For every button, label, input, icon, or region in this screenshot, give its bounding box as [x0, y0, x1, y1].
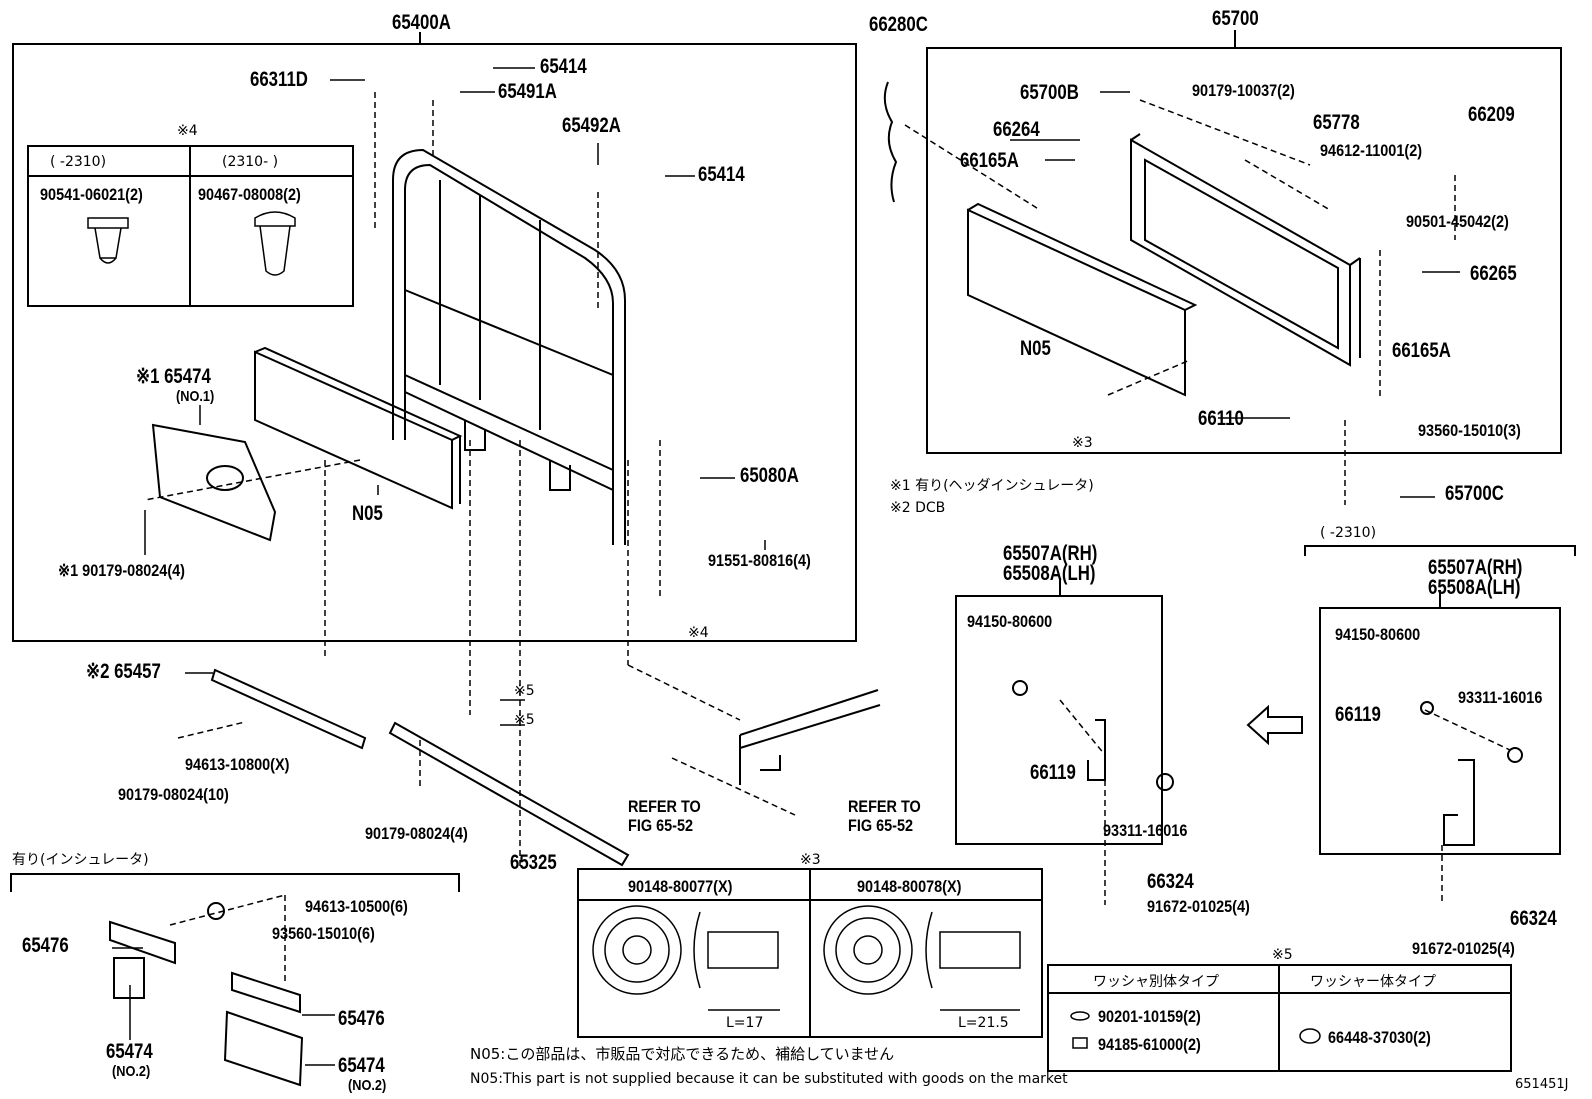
part-66209: 66209 [1468, 103, 1515, 126]
part-65474-no2-left-suffix: (NO.2) [112, 1063, 151, 1080]
part-90148-80077: 90148-80077(X) [628, 877, 733, 896]
part-66119-right: 66119 [1335, 703, 1381, 726]
fig-ref-1[interactable]: FIG 65-52 [628, 816, 694, 835]
part-94185-61000: 94185-61000(2) [1098, 1035, 1201, 1054]
part-93311-16016-left: 93311-16016 [1103, 821, 1188, 840]
part-65474-no1: ※1 65474 [136, 365, 211, 388]
part-65457: ※2 65457 [86, 660, 161, 683]
note4-table [27, 145, 354, 307]
length-17: L=17 [726, 1015, 764, 1031]
part-90201-10159: 90201-10159(2) [1098, 1007, 1201, 1026]
part-65474-no2-right: 65474 [338, 1054, 385, 1077]
diagram-id: 651451J [1515, 1077, 1569, 1092]
note5-mark-b: ※5 [514, 712, 535, 728]
group-box-65400A [12, 43, 857, 642]
part-65476-right: 65476 [338, 1007, 385, 1030]
part-65414-top: 65414 [540, 55, 587, 78]
part-65508A-left: 65508A(LH) [1003, 562, 1096, 585]
part-91672-01025-left: 91672-01025(4) [1147, 897, 1250, 916]
part-65414-mid: 65414 [698, 163, 745, 186]
part-66165A-top: 66165A [960, 149, 1019, 172]
part-94150-80600-right: 94150-80600 [1335, 625, 1421, 644]
note5-mark-a: ※5 [514, 683, 535, 699]
n05-note-en: N05:This part is not supplied because it… [470, 1071, 1068, 1087]
part-65778: 65778 [1313, 111, 1360, 134]
part-90179-08024-10: 90179-08024(10) [118, 785, 229, 804]
part-90179-08024-4-a: ※1 90179-08024(4) [58, 561, 185, 580]
part-90179-10037: 90179-10037(2) [1192, 81, 1295, 100]
length-21-5: L=21.5 [958, 1015, 1009, 1031]
note3-table [577, 868, 1043, 1038]
group-box-65507A-right [1319, 607, 1561, 855]
part-94612-11001: 94612-11001(2) [1320, 141, 1423, 160]
part-65325: 65325 [510, 851, 557, 874]
note3-table-mark: ※3 [800, 852, 821, 868]
range-2310: ( -2310) [1320, 525, 1377, 541]
note5-table-mark: ※5 [1272, 947, 1293, 963]
fig-ref-2[interactable]: FIG 65-52 [848, 816, 914, 835]
part-65474-no2-right-suffix: (NO.2) [348, 1077, 387, 1094]
part-N05-left: N05 [352, 502, 383, 525]
part-66311D: 66311D [250, 68, 308, 91]
part-93560-15010-6: 93560-15010(6) [272, 924, 375, 943]
part-90541-06021: 90541-06021(2) [40, 185, 143, 204]
group-box-65507A-left [955, 595, 1163, 845]
group-box-65700 [926, 47, 1562, 454]
refer-to-1[interactable]: REFER TO [628, 797, 701, 816]
table5-col2: ワッシャー体タイプ [1310, 974, 1436, 990]
refer-to-2[interactable]: REFER TO [848, 797, 921, 816]
part-94613-10800: 94613-10800(X) [185, 755, 290, 774]
note5-table [1047, 964, 1512, 1072]
part-65492A: 65492A [562, 114, 621, 137]
group-label-65700: 65700 [1212, 7, 1259, 30]
part-65474-no2-left: 65474 [106, 1040, 153, 1063]
part-65476-left: 65476 [22, 934, 69, 957]
part-90467-08008: 90467-08008(2) [198, 185, 301, 204]
part-66324-right: 66324 [1510, 907, 1557, 930]
part-65507A-right: 65507A(RH) [1428, 556, 1523, 579]
part-65507A-left: 65507A(RH) [1003, 542, 1098, 565]
part-90179-08024-4-b: 90179-08024(4) [365, 824, 468, 843]
part-66110: 66110 [1198, 407, 1244, 430]
note4-mark-clip: ※4 [688, 625, 709, 641]
part-93311-16016-right: 93311-16016 [1458, 688, 1543, 707]
part-65700B: 65700B [1020, 81, 1079, 104]
note-1: ※1 有り(ヘッダインシュレータ) [890, 478, 1094, 494]
insulator-note: 有り(インシュレータ) [12, 852, 149, 868]
part-N05-right: N05 [1020, 337, 1051, 360]
part-90501-45042: 90501-45042(2) [1406, 212, 1509, 231]
part-65474-no1-suffix: (NO.1) [176, 388, 215, 405]
part-94150-80600-left: 94150-80600 [967, 612, 1053, 631]
note4-mark: ※4 [177, 123, 198, 139]
part-91551-80816: 91551-80816(4) [708, 551, 811, 570]
note-2: ※2 DCB [890, 500, 946, 516]
part-65508A-right: 65508A(LH) [1428, 576, 1521, 599]
table4-col2: (2310- ) [222, 154, 279, 170]
table5-col1: ワッシャ別体タイプ [1093, 974, 1219, 990]
part-66265: 66265 [1470, 262, 1517, 285]
part-91672-01025-right: 91672-01025(4) [1412, 939, 1515, 958]
part-65080A: 65080A [740, 464, 799, 487]
part-66324-left: 66324 [1147, 870, 1194, 893]
part-94613-10500: 94613-10500(6) [305, 897, 408, 916]
part-90148-80078: 90148-80078(X) [857, 877, 962, 896]
part-65700C: 65700C [1445, 482, 1504, 505]
table4-col1: ( -2310) [50, 154, 107, 170]
group-label-65400A: 65400A [392, 11, 451, 34]
part-66165A-bottom: 66165A [1392, 339, 1451, 362]
note3-mark-bolt: ※3 [1072, 435, 1093, 451]
part-93560-15010-3: 93560-15010(3) [1418, 421, 1521, 440]
part-66448-37030: 66448-37030(2) [1328, 1028, 1431, 1047]
part-66264: 66264 [993, 118, 1040, 141]
part-66119-left: 66119 [1030, 761, 1076, 784]
group-label-66280C: 66280C [869, 13, 928, 36]
part-65491A: 65491A [498, 80, 557, 103]
n05-note-jp: N05:この部品は、市販品で対応できるため、補給していません [470, 1045, 895, 1063]
